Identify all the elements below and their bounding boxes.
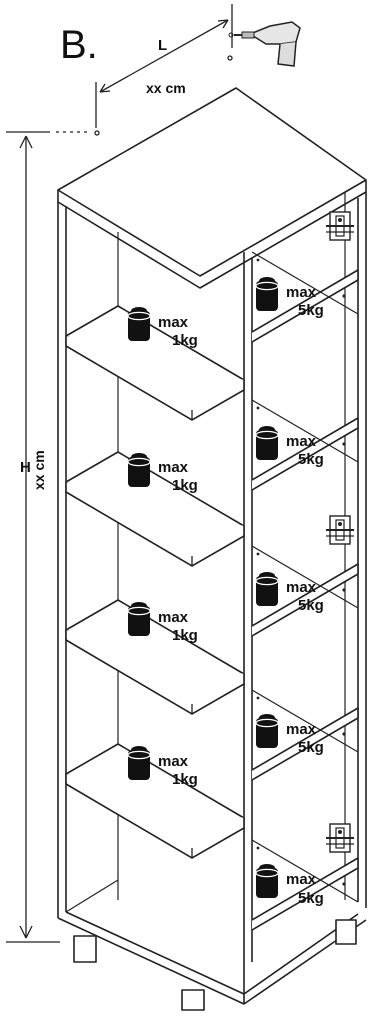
right-shelf-2 — [251, 399, 359, 491]
left-shelf-4 — [65, 743, 245, 859]
left-shelf-2 — [65, 451, 245, 567]
weight-icon — [255, 277, 279, 311]
left-shelves — [65, 305, 245, 859]
right-weight-labels: max 5kg max 5kg max 5kg max 5kg max 5kg — [286, 284, 324, 907]
weight-icon — [255, 426, 279, 460]
left-shelf-3-limit: 1kg — [172, 627, 198, 644]
left-shelf-4-limit: 1kg — [172, 771, 198, 788]
weight-icon — [127, 746, 151, 780]
left-shelf-4-max: max — [158, 753, 189, 770]
shelf-unit — [57, 87, 367, 1011]
right-shelf-5 — [251, 839, 359, 931]
right-shelves — [251, 251, 359, 931]
weight-icon — [127, 453, 151, 487]
step-label: B. — [60, 23, 98, 67]
right-shelf-3 — [251, 545, 359, 637]
depth-value: xx cm — [146, 80, 186, 96]
height-letter: H — [20, 459, 31, 476]
right-shelf-1 — [251, 251, 359, 343]
height-value: xx cm — [31, 450, 47, 490]
right-shelf-5-limit: 5kg — [298, 890, 324, 907]
depth-dimension — [94, 4, 233, 136]
depth-letter: L — [158, 37, 167, 54]
left-shelf-3 — [65, 599, 245, 715]
drill-icon — [228, 21, 301, 67]
wall-bracket-icon — [326, 823, 354, 853]
wall-brackets — [326, 211, 354, 853]
right-shelf-1-limit: 5kg — [298, 302, 324, 319]
left-shelf-2-max: max — [158, 459, 189, 476]
left-shelf-3-max: max — [158, 609, 189, 626]
right-shelf-3-limit: 5kg — [298, 597, 324, 614]
left-shelf-1-limit: 1kg — [172, 332, 198, 349]
right-shelf-2-limit: 5kg — [298, 451, 324, 468]
wall-bracket-icon — [326, 211, 354, 241]
right-shelf-5-max: max — [286, 871, 317, 888]
height-dimension — [6, 131, 90, 943]
weight-icons — [127, 277, 279, 898]
weight-icon — [127, 602, 151, 636]
weight-icon — [255, 714, 279, 748]
right-shelf-4-max: max — [286, 721, 317, 738]
weight-icon — [255, 572, 279, 606]
left-shelf-1-max: max — [158, 314, 189, 331]
right-shelf-4 — [251, 689, 359, 781]
weight-icon — [255, 864, 279, 898]
weight-icon — [127, 307, 151, 341]
right-shelf-3-max: max — [286, 579, 317, 596]
right-shelf-2-max: max — [286, 433, 317, 450]
left-weight-labels: max 1kg max 1kg max 1kg max 1kg — [158, 314, 198, 788]
right-shelf-4-limit: 5kg — [298, 739, 324, 756]
wall-bracket-icon — [326, 515, 354, 545]
left-shelf-2-limit: 1kg — [172, 477, 198, 494]
right-shelf-1-max: max — [286, 284, 317, 301]
left-shelf-1 — [65, 305, 245, 421]
